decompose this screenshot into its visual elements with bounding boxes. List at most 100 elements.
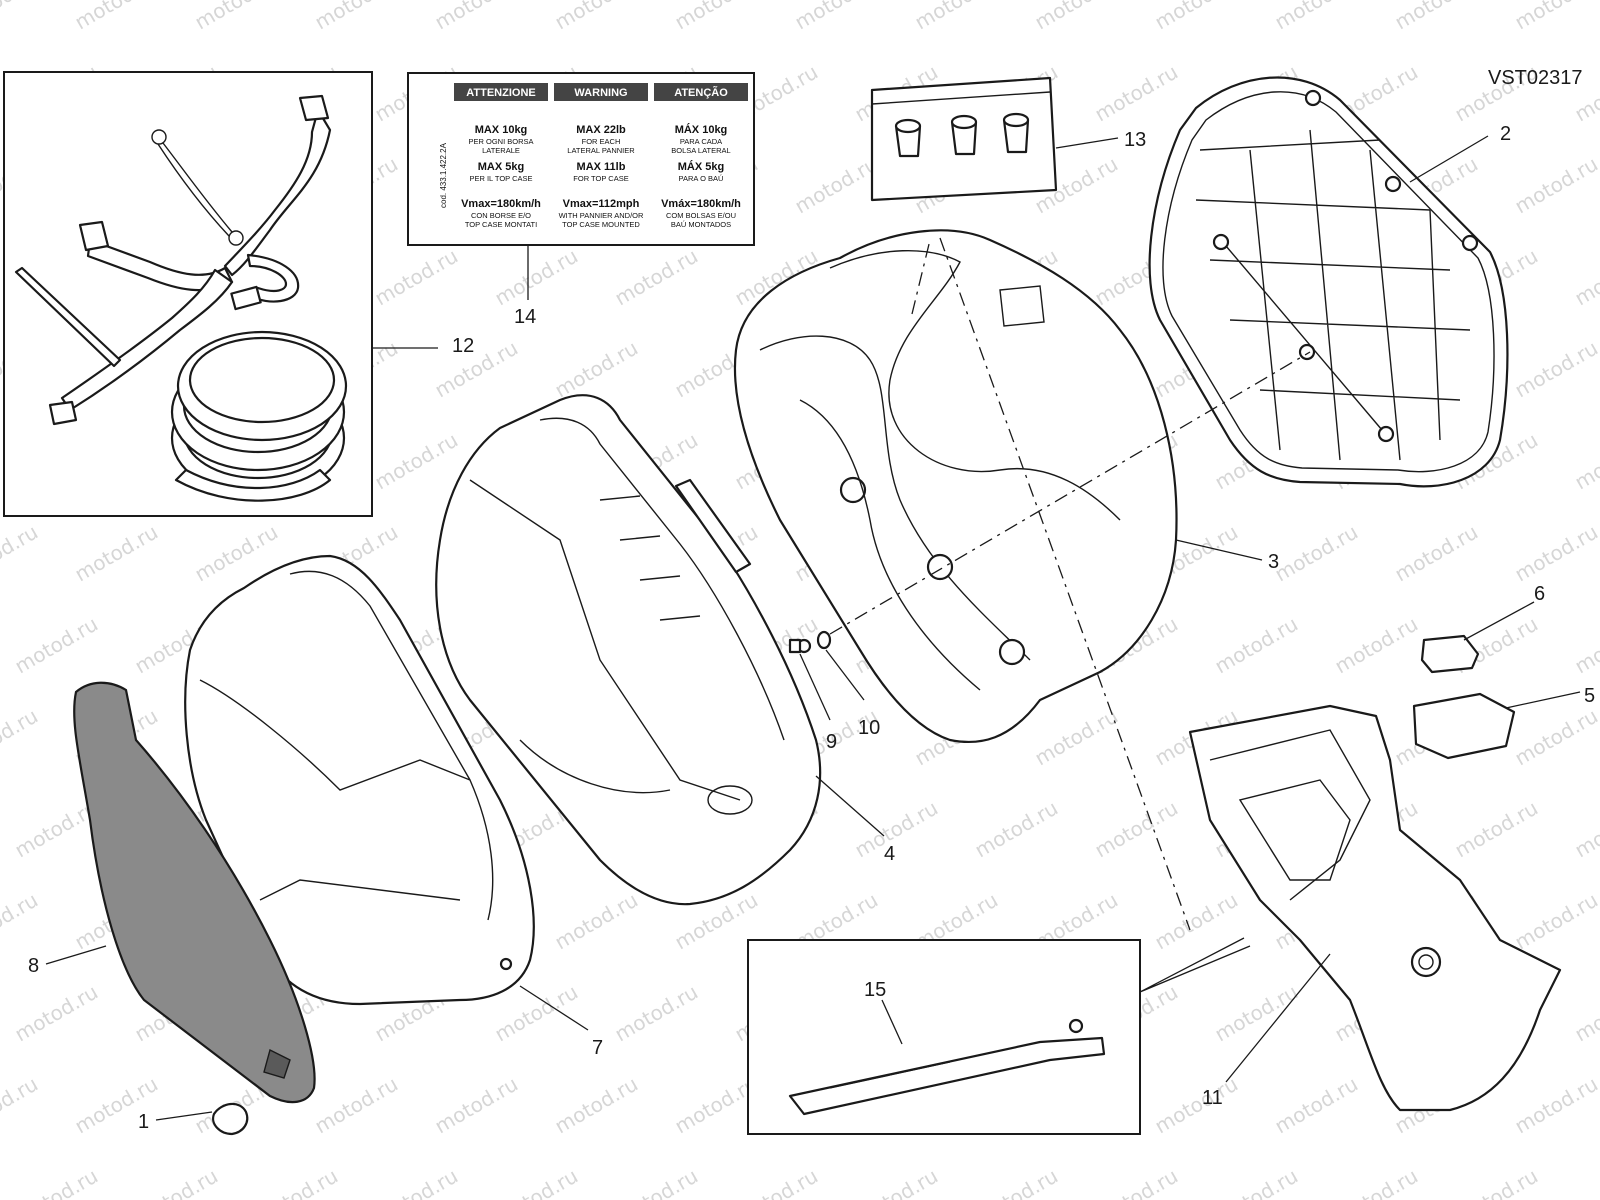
- strap-kit-inset: [3, 71, 373, 517]
- pannier-inner-part: [435, 394, 822, 906]
- leader-9: [799, 653, 831, 721]
- watermark-text: motod.ru: [971, 796, 1062, 863]
- leader-6: [1463, 601, 1535, 641]
- leader-5: [1505, 691, 1581, 709]
- label-line: MÁX 10kg: [675, 123, 728, 136]
- callout-4: 4: [884, 843, 895, 865]
- watermark-text: motod.ru: [1451, 1164, 1542, 1200]
- watermark-text: motod.ru: [1391, 520, 1482, 587]
- watermark-text: motod.ru: [611, 244, 702, 311]
- callout-12: 12: [452, 335, 474, 357]
- watermark-text: motod.ru: [311, 0, 402, 34]
- watermark-text: motod.ru: [1511, 1072, 1600, 1139]
- leader-2: [1409, 135, 1489, 183]
- watermark-text: motod.ru: [1031, 0, 1122, 34]
- watermark-text: motod.ru: [1271, 1072, 1362, 1139]
- watermark-text: motod.ru: [431, 336, 522, 403]
- watermark-text: motod.ru: [611, 1164, 702, 1200]
- watermark-text: motod.ru: [1331, 612, 1422, 679]
- watermark-text: motod.ru: [131, 1164, 222, 1200]
- callout-7: 7: [592, 1037, 603, 1059]
- watermark-text: motod.ru: [671, 0, 762, 34]
- watermark-text: motod.ru: [1511, 888, 1600, 955]
- watermark-text: motod.ru: [551, 1072, 642, 1139]
- watermark-text: motod.ru: [371, 244, 462, 311]
- label-line: Vmáx=180km/h: [661, 198, 741, 210]
- pannier-shell-part: [733, 229, 1178, 744]
- watermark-text: motod.ru: [1571, 980, 1600, 1047]
- mount-bracket-part: [1188, 704, 1562, 1112]
- label-line: TOP CASE MOUNTED: [562, 220, 640, 229]
- assembly-line-b: [939, 237, 1191, 931]
- watermark-text: motod.ru: [431, 1072, 522, 1139]
- label-line: FOR TOP CASE: [573, 174, 628, 183]
- label-line: MAX 22lb: [576, 124, 626, 136]
- watermark-text: motod.ru: [371, 1164, 462, 1200]
- label-line: PER IL TOP CASE: [469, 174, 532, 183]
- watermark-text: motod.ru: [1211, 1164, 1302, 1200]
- label-header: ATENÇÃO: [674, 86, 728, 99]
- label-line: MAX 11lb: [577, 161, 626, 173]
- watermark-text: motod.ru: [1091, 60, 1182, 127]
- knob-part: [212, 1102, 249, 1136]
- label-line: MAX 10kg: [475, 124, 528, 136]
- label-line: Vmax=112mph: [563, 198, 640, 210]
- gray-side-cover-part: [73, 681, 316, 1104]
- callout-6: 6: [1534, 583, 1545, 605]
- watermark-text: motod.ru: [1571, 796, 1600, 863]
- watermark-text: motod.ru: [971, 1164, 1062, 1200]
- label-line: PARA O BAÚ: [679, 174, 724, 183]
- watermark-text: motod.ru: [11, 980, 102, 1047]
- label-line: LATERALE: [482, 146, 520, 155]
- inset-pointer: [1139, 937, 1251, 993]
- callout-3: 3: [1268, 551, 1279, 573]
- label-line: Vmax=180km/h: [461, 198, 541, 210]
- watermark-text: motod.ru: [491, 244, 582, 311]
- key-card-part: [870, 76, 1058, 202]
- label-line: LATERAL PANNIER: [567, 146, 635, 155]
- leader-15: [881, 999, 903, 1045]
- watermark-text: motod.ru: [1151, 0, 1242, 34]
- leader-13: [1055, 137, 1119, 149]
- label-header: ATTENZIONE: [466, 87, 535, 99]
- label-header-box: [654, 83, 748, 101]
- label-line: CON BORSE E/O: [471, 211, 531, 220]
- callout-11: 11: [1202, 1087, 1223, 1109]
- leader-8: [45, 945, 107, 965]
- watermark-text: motod.ru: [1091, 796, 1182, 863]
- watermark-text: motod.ru: [551, 888, 642, 955]
- inner-panel-part: [1148, 76, 1509, 488]
- watermark-text: motod.ru: [71, 520, 162, 587]
- watermark-text: motod.ru: [851, 1164, 942, 1200]
- watermark-text: motod.ru: [71, 0, 162, 34]
- clip-parts: [1412, 634, 1516, 760]
- label-line: PER OGNI BORSA: [468, 137, 533, 146]
- watermark-text: motod.ru: [1031, 704, 1122, 771]
- watermark-text: motod.ru: [371, 428, 462, 495]
- leader-3: [1175, 539, 1263, 561]
- leader-11: [1225, 953, 1331, 1083]
- callout-8: 8: [28, 955, 39, 977]
- watermark-text: motod.ru: [431, 0, 522, 34]
- watermark-text: motod.ru: [311, 1072, 402, 1139]
- label-line: TOP CASE MONTATI: [465, 220, 537, 229]
- watermark-text: motod.ru: [1571, 1164, 1600, 1200]
- watermark-text: motod.ru: [491, 1164, 582, 1200]
- callout-14: 14: [514, 306, 536, 328]
- label-header-box: [554, 83, 648, 101]
- watermark-text: motod.ru: [1271, 0, 1362, 34]
- callout-9: 9: [826, 731, 837, 753]
- watermark-text: motod.ru: [1571, 244, 1600, 311]
- watermark-text: motod.ru: [1511, 520, 1600, 587]
- assembly-line-a: [829, 351, 1311, 635]
- watermark-text: motod.ru: [1211, 612, 1302, 679]
- drawing-code: VST02317: [1488, 67, 1583, 89]
- watermark-text: motod.ru: [1331, 1164, 1422, 1200]
- watermark-text: motod.ru: [191, 0, 282, 34]
- callout-10: 10: [858, 717, 880, 739]
- watermark-text: motod.ru: [0, 704, 42, 771]
- watermark-text: motod.ru: [1391, 0, 1482, 34]
- watermark-text: motod.ru: [1451, 796, 1542, 863]
